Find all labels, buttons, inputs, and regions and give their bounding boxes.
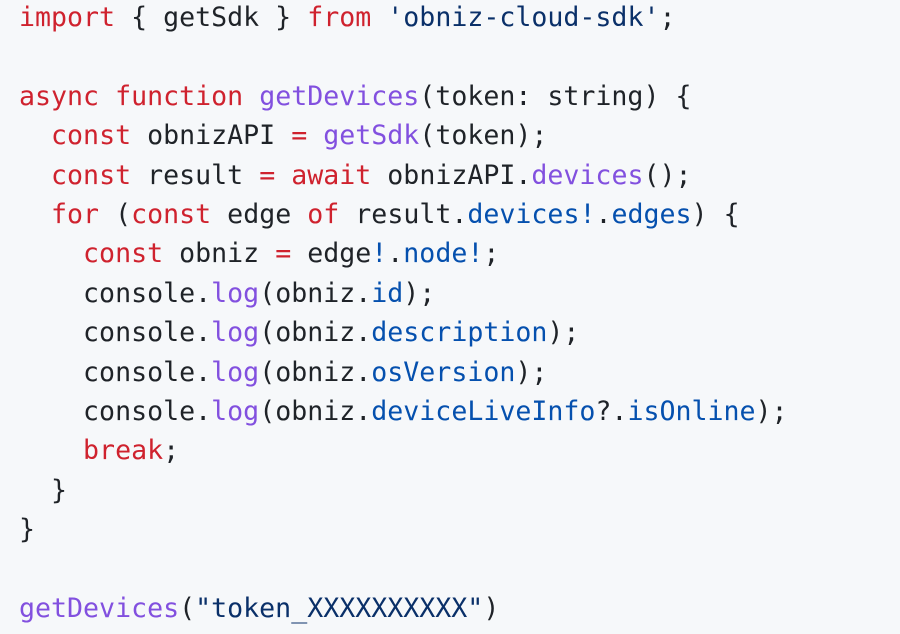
code-text: (obniz. [259, 356, 372, 388]
code-line [19, 37, 900, 76]
keyword-token: const [51, 120, 132, 152]
string-token: 'obniz-cloud-sdk' [387, 2, 660, 33]
function-token: log [211, 277, 260, 309]
code-text [19, 435, 83, 466]
code-text [99, 81, 115, 112]
code-text [19, 238, 83, 269]
code-text: ); [515, 356, 548, 388]
keyword-token: = [291, 120, 308, 152]
code-text: (token); [419, 120, 548, 152]
property-token: edges [611, 198, 692, 230]
keyword-token: import [19, 2, 116, 33]
property-token: id [371, 277, 404, 309]
function-token: devices [531, 159, 644, 191]
code-text: result [131, 159, 260, 191]
code-text: console. [19, 317, 212, 349]
code-line: console.log(obniz.deviceLiveInfo?.isOnli… [19, 392, 900, 431]
keyword-token: await [291, 159, 372, 191]
code-text: ); [403, 277, 436, 309]
code-text: ) [483, 592, 500, 624]
keyword-token: const [83, 238, 164, 270]
code-text: ; [163, 435, 180, 467]
function-token: log [211, 317, 260, 349]
code-text: console. [19, 277, 212, 309]
keyword-token: = [275, 238, 292, 270]
code-text: . [387, 238, 404, 270]
keyword-token: of [307, 198, 340, 230]
keyword-token: break [83, 435, 164, 467]
property-token: devices! [467, 198, 596, 230]
code-text: } [19, 514, 36, 546]
code-line: } [19, 510, 900, 549]
code-text [243, 81, 259, 112]
property-token: description [371, 317, 548, 349]
code-text: . [595, 198, 612, 230]
code-text: (token: string) { [419, 80, 692, 112]
code-line: import { getSdk } from 'obniz-cloud-sdk'… [19, 0, 900, 37]
function-token: log [211, 395, 260, 427]
code-text: ); [755, 395, 788, 427]
code-text: ?. [595, 395, 628, 427]
property-token: osVersion [371, 356, 516, 388]
code-text: (obniz. [259, 277, 372, 309]
function-token: getDevices [19, 592, 180, 624]
code-line [19, 549, 900, 588]
code-line: async function getDevices(token: string)… [19, 77, 900, 116]
code-text: (obniz. [259, 395, 372, 427]
code-text: } [19, 474, 68, 506]
keyword-token: function [115, 80, 244, 112]
code-text: ; [483, 238, 500, 270]
string-token: "token_XXXXXXXXXX" [195, 592, 484, 624]
function-token: getDevices [259, 80, 420, 112]
code-text: edge [211, 198, 308, 230]
function-token: log [211, 356, 260, 388]
code-text: console. [19, 356, 212, 388]
code-line: console.log(obniz.id); [19, 274, 900, 313]
code-text: (obniz. [259, 317, 372, 349]
code-line: console.log(obniz.description); [19, 313, 900, 352]
code-line: console.log(obniz.osVersion); [19, 353, 900, 392]
code-text [19, 199, 51, 230]
code-text: ( [99, 198, 132, 230]
property-token: node! [403, 238, 484, 270]
property-token: ! [371, 238, 388, 270]
code-text: ); [547, 317, 580, 349]
function-token: getSdk [323, 120, 420, 152]
code-line: getDevices("token_XXXXXXXXXX") [19, 589, 900, 628]
code-text: result. [339, 198, 468, 230]
code-text [371, 2, 387, 33]
code-text: (); [643, 159, 692, 191]
code-line: const result = await obnizAPI.devices(); [19, 156, 900, 195]
code-text [275, 160, 291, 191]
keyword-token: for [51, 198, 100, 230]
code-text [19, 160, 51, 191]
keyword-token: from [307, 2, 372, 33]
code-text [19, 120, 51, 151]
code-text: console. [19, 395, 212, 427]
property-token: deviceLiveInfo [371, 395, 596, 427]
code-text: ) { [691, 198, 740, 230]
code-line: const obniz = edge!.node!; [19, 234, 900, 273]
code-text: ; [659, 2, 676, 33]
code-text: ( [179, 592, 196, 624]
code-line: for (const edge of result.devices!.edges… [19, 195, 900, 234]
keyword-token: async [19, 80, 100, 112]
code-text: obniz [163, 238, 276, 270]
code-line: break; [19, 431, 900, 470]
code-text: obnizAPI [131, 120, 292, 152]
code-text [307, 120, 323, 151]
keyword-token: const [131, 198, 212, 230]
code-line: } [19, 471, 900, 510]
code-text: { getSdk } [115, 2, 308, 33]
code-text: edge [291, 238, 372, 270]
code-line: const obnizAPI = getSdk(token); [19, 116, 900, 155]
property-token: isOnline [627, 395, 756, 427]
keyword-token: const [51, 159, 132, 191]
keyword-token: = [259, 159, 276, 191]
code-text: obnizAPI. [371, 159, 532, 191]
